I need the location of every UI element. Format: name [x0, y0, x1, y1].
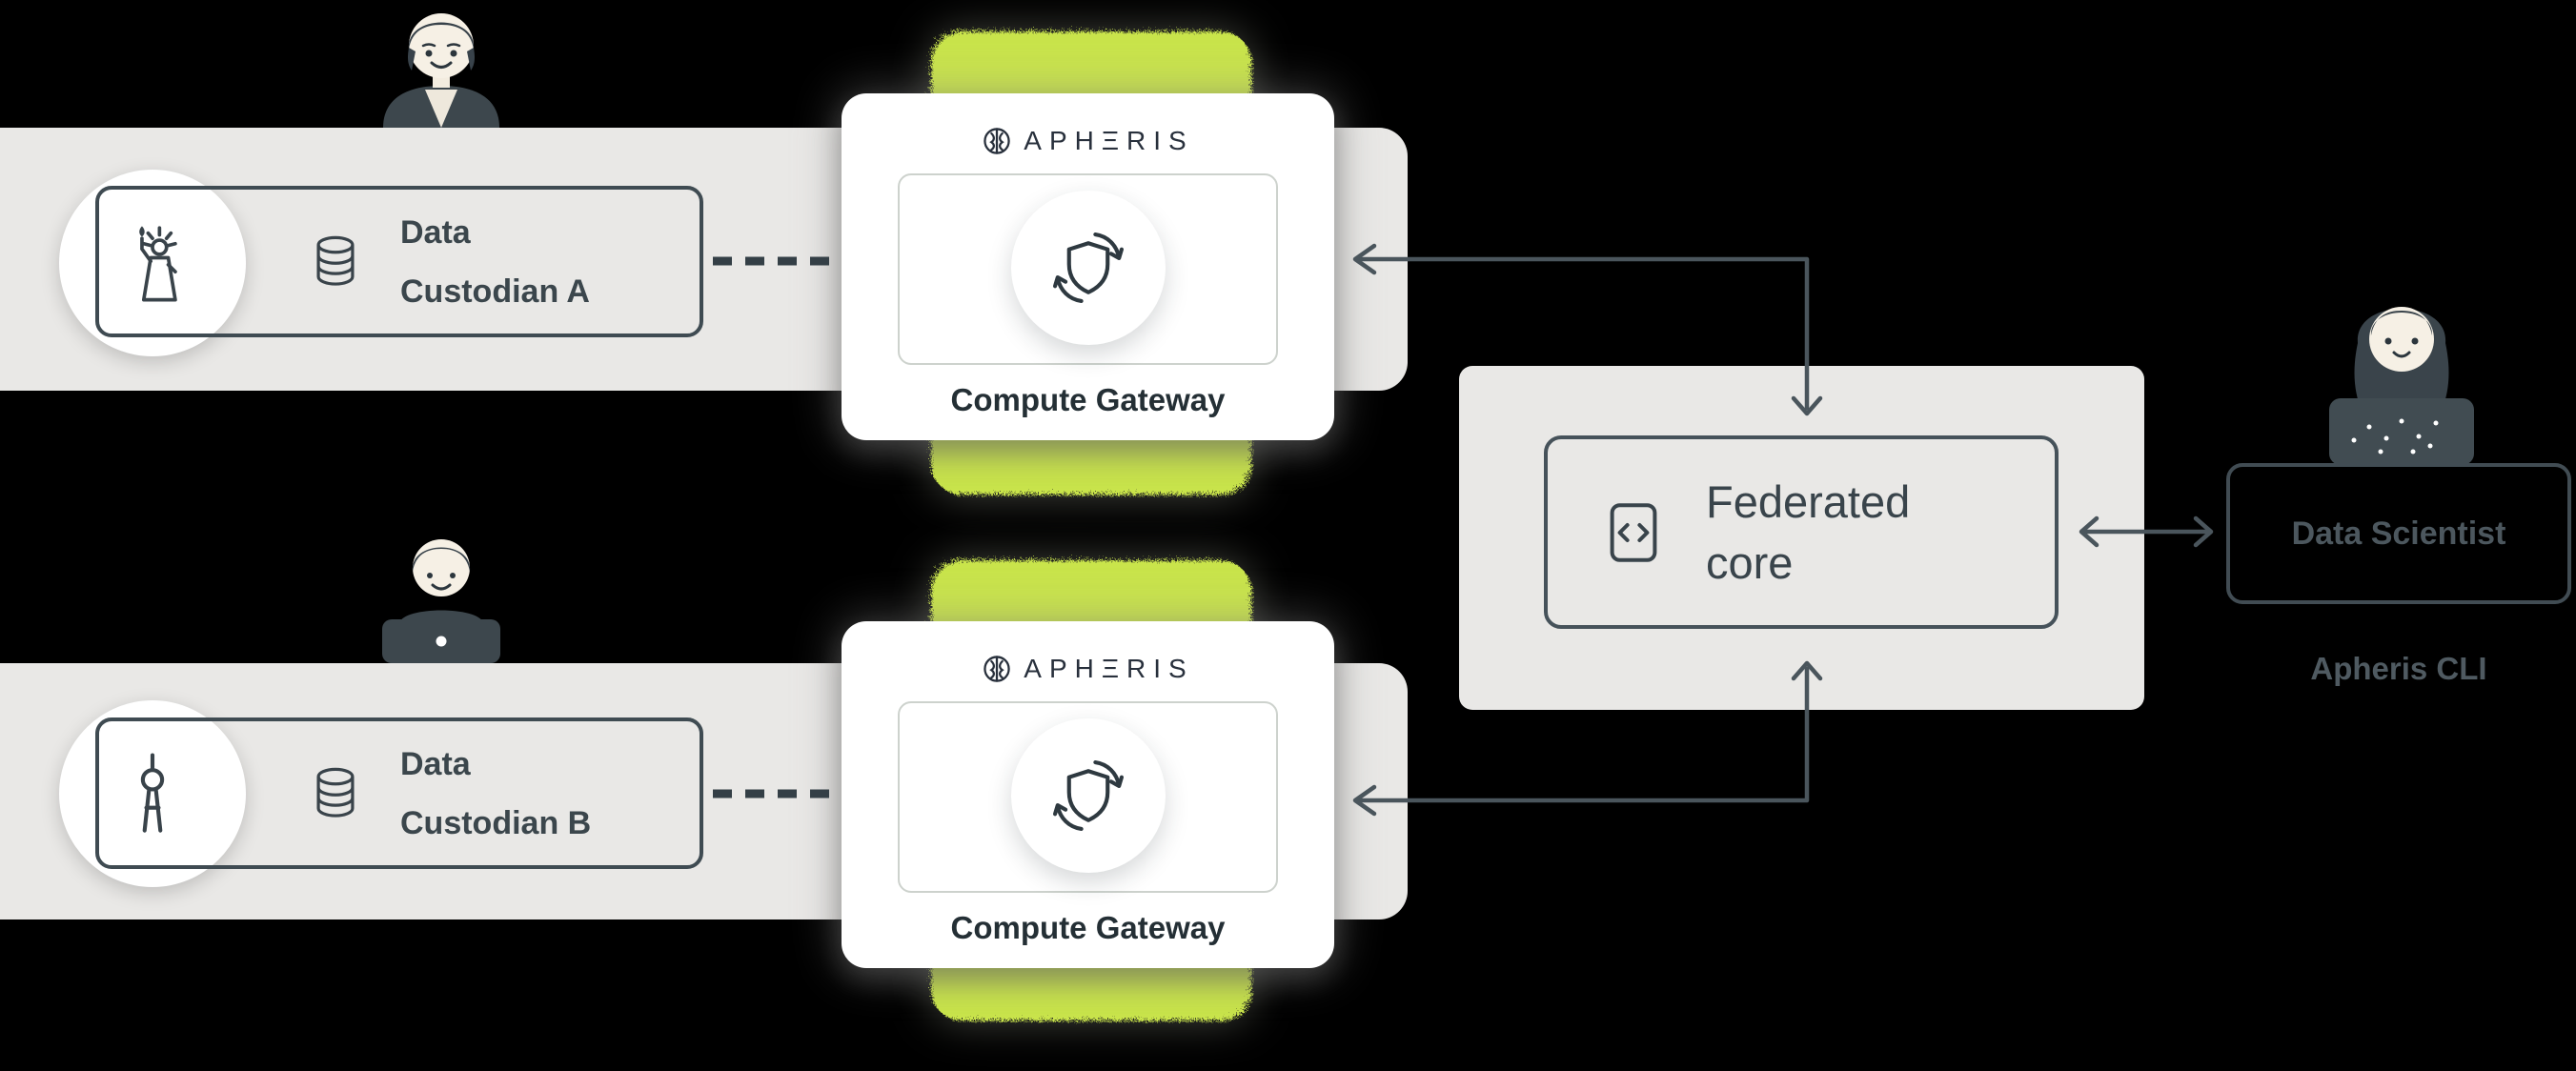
apheris-logo: APHΞRIS — [842, 648, 1334, 690]
compute-gateway-card-2: APHΞRIS Compute Gateway — [842, 621, 1334, 968]
data-scientist-box: Data Scientist — [2226, 463, 2571, 604]
apheris-logo-text: APHΞRIS — [1024, 654, 1194, 683]
apheris-cli-caption: Apheris CLI — [2310, 651, 2487, 686]
custodian-b-avatar — [382, 539, 500, 663]
gateway-2-inner-box — [898, 701, 1278, 893]
custodian-b-label: Data Custodian B — [400, 735, 591, 853]
apheris-logo-text: APHΞRIS — [1024, 126, 1194, 155]
data-scientist-avatar — [2316, 307, 2487, 475]
custodian-b-location-badge — [59, 700, 246, 887]
federated-core-label: Federated core — [1706, 472, 1910, 594]
custodian-a-avatar — [383, 13, 499, 128]
data-scientist-label: Data Scientist — [2291, 515, 2506, 552]
compute-gateway-1-label: Compute Gateway — [950, 382, 1226, 417]
database-icon — [316, 235, 355, 286]
apheris-logo: APHΞRIS — [842, 120, 1334, 162]
apheris-brain-icon — [984, 656, 1010, 682]
custodian-a-location-badge — [59, 170, 246, 356]
apheris-brain-icon — [984, 128, 1010, 154]
federated-core-box: Federated core — [1544, 435, 2059, 629]
custodian-a-box: Data Custodian A — [95, 186, 703, 337]
custodian-a-label: Data Custodian A — [400, 203, 590, 321]
statue-of-liberty-icon — [139, 226, 177, 302]
custodian-b-label-line2: Custodian B — [400, 804, 592, 841]
database-icon — [316, 767, 355, 818]
shield-sync-icon — [1052, 232, 1124, 304]
gateway-2-shield-circle — [1010, 718, 1166, 873]
custodian-a-label-line2: Custodian A — [400, 273, 590, 310]
federated-core-label-line1: Federated — [1706, 475, 1911, 527]
compute-gateway-2-label: Compute Gateway — [950, 910, 1226, 945]
code-file-icon — [1610, 502, 1657, 562]
shield-sync-icon — [1052, 759, 1124, 832]
federated-core-label-line2: core — [1706, 536, 1794, 588]
compute-gateway-card-1: APHΞRIS Compute Gateway — [842, 93, 1334, 440]
federated-core-panel: Federated core — [1459, 366, 2144, 710]
gateway-1-shield-circle — [1010, 191, 1166, 345]
custodian-b-label-line1: Data — [400, 745, 471, 782]
tv-tower-icon — [140, 753, 165, 833]
gateway-1-inner-box — [898, 173, 1278, 365]
custodian-b-box: Data Custodian B — [95, 717, 703, 869]
custodian-a-label-line1: Data — [400, 213, 471, 251]
